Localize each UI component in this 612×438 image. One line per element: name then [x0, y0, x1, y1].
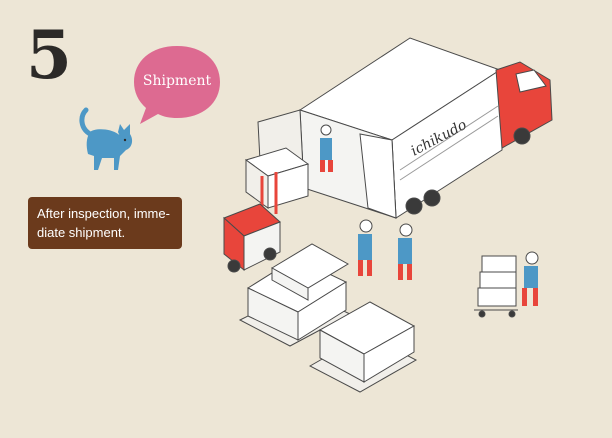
caption-line-1: After inspection, imme-	[37, 206, 170, 221]
caption-box: After inspection, imme- diate shipment.	[28, 197, 182, 249]
bubble-label: Shipment	[142, 73, 212, 89]
cat-icon	[79, 107, 133, 170]
warehouse-scene: ichikudo	[223, 37, 553, 393]
pallet-icon	[238, 243, 352, 347]
worker-icon	[398, 223, 413, 280]
speech-bubble	[134, 46, 220, 124]
pallet-icon	[308, 301, 418, 393]
worker-icon	[522, 251, 539, 306]
worker-icon	[320, 124, 333, 172]
hand-truck-icon	[474, 255, 518, 318]
caption-line-2: diate shipment.	[37, 225, 126, 240]
step-number: 5	[26, 16, 72, 94]
worker-icon	[358, 219, 373, 276]
forklift-icon	[223, 147, 310, 273]
